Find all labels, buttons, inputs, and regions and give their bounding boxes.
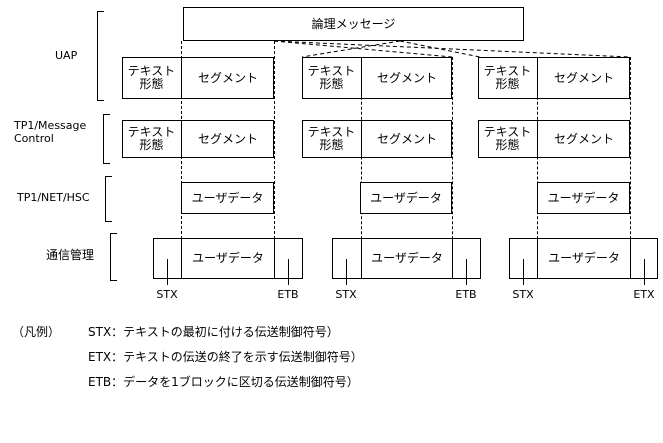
mc-group-2-box	[302, 120, 452, 158]
comm-group-3-divider-right	[630, 239, 631, 278]
logical-message-box	[183, 7, 524, 41]
uap-group-3-segment: セグメント	[553, 70, 614, 85]
mc-group-2-divider	[361, 121, 362, 157]
uap-group-1-text-format: テキスト 形態	[127, 64, 176, 91]
comm-group-2-user-data: ユーザデータ	[371, 251, 443, 265]
net-group-3-user-data: ユーザデータ	[547, 190, 620, 205]
comm-group-2-etb-label: ETB	[455, 288, 477, 301]
comm-group-3-etx-label: ETX	[633, 288, 655, 301]
comm-group-3-etx-tick	[644, 259, 645, 285]
comm-group-1-divider-right	[274, 239, 275, 278]
guide-line-g3-right	[630, 57, 631, 279]
mc-group-1-segment: セグメント	[197, 131, 258, 146]
comm-group-1-etb-label: ETB	[277, 288, 299, 301]
row-label-tp1-message-control: TP1/Message Control	[14, 119, 87, 145]
comm-group-2-stx-tick	[346, 259, 347, 285]
comm-group-1-box	[153, 238, 303, 279]
mc-group-2-segment: セグメント	[376, 131, 437, 146]
mc-group-1-box	[122, 120, 274, 158]
uap-group-3-text-format: テキスト 形態	[483, 64, 532, 91]
net-group-2-box	[360, 182, 452, 214]
uap-group-2-divider	[361, 58, 362, 98]
row-label-tsushin-kanri: 通信管理	[46, 248, 95, 262]
guide-line-g1-left	[181, 41, 182, 279]
uap-group-1-divider	[181, 58, 182, 98]
guide-line-g1-right	[274, 41, 275, 279]
mc-group-1-text-format: テキスト 形態	[127, 125, 176, 152]
uap-group-2-box	[302, 57, 452, 99]
mc-group-3-box	[478, 120, 630, 158]
comm-group-2-etb-tick	[466, 259, 467, 285]
comm-group-1-etb-tick	[288, 259, 289, 285]
comm-group-3-box	[509, 238, 658, 279]
row-label-uap: UAP	[55, 49, 78, 62]
mc-group-3-text-format: テキスト 形態	[483, 125, 532, 152]
legend-line-stx: STX：テキストの最初に付ける伝送制御符号）	[88, 325, 339, 339]
bracket-tp1-message-control	[103, 114, 110, 164]
bracket-tp1-net-hsc	[105, 176, 112, 222]
net-group-1-box	[181, 182, 274, 214]
comm-group-2-divider-right	[452, 239, 453, 278]
comm-group-3-stx-label: STX	[512, 288, 534, 301]
comm-group-1-divider-left	[181, 239, 182, 278]
net-group-3-box	[537, 182, 630, 214]
bracket-tsushin-kanri	[110, 233, 117, 281]
comm-group-3-divider-left	[537, 239, 538, 278]
row-label-tp1-net-hsc: TP1/NET/HSC	[17, 191, 90, 204]
comm-group-1-stx-label: STX	[156, 288, 178, 301]
comm-group-2-box	[332, 238, 481, 279]
uap-group-3-box	[478, 57, 630, 99]
logical-message-label: 論理メッセージ	[311, 16, 396, 31]
uap-group-2-segment: セグメント	[376, 70, 437, 85]
comm-group-2-divider-left	[361, 239, 362, 278]
uap-group-1-box	[122, 57, 274, 99]
comm-group-1-user-data: ユーザデータ	[192, 251, 264, 265]
mc-group-3-segment: セグメント	[553, 131, 614, 146]
comm-group-3-stx-tick	[523, 259, 524, 285]
comm-group-1-stx-tick	[167, 259, 168, 285]
comm-group-2-stx-label: STX	[335, 288, 357, 301]
guide-line-g2-right	[452, 57, 453, 279]
net-group-1-user-data: ユーザデータ	[191, 190, 264, 205]
mc-group-1-divider	[181, 121, 182, 157]
mc-group-2-text-format: テキスト 形態	[307, 125, 356, 152]
legend-line-etb: ETB：データを1ブロックに区切る伝送制御符号）	[88, 375, 359, 389]
mc-group-3-divider	[537, 121, 538, 157]
uap-group-1-segment: セグメント	[197, 70, 258, 85]
bracket-uap	[97, 11, 104, 101]
net-group-2-user-data: ユーザデータ	[370, 190, 442, 205]
guide-line-g3-left	[537, 57, 538, 279]
uap-group-2-text-format: テキスト 形態	[307, 64, 356, 91]
legend-heading: （凡例）	[12, 325, 61, 339]
comm-group-3-user-data: ユーザデータ	[548, 251, 620, 265]
guide-line-g2-left	[361, 57, 362, 279]
legend-line-etx: ETX：テキストの伝送の終了を示す伝送制御符号）	[88, 350, 363, 364]
uap-group-3-divider	[537, 58, 538, 98]
